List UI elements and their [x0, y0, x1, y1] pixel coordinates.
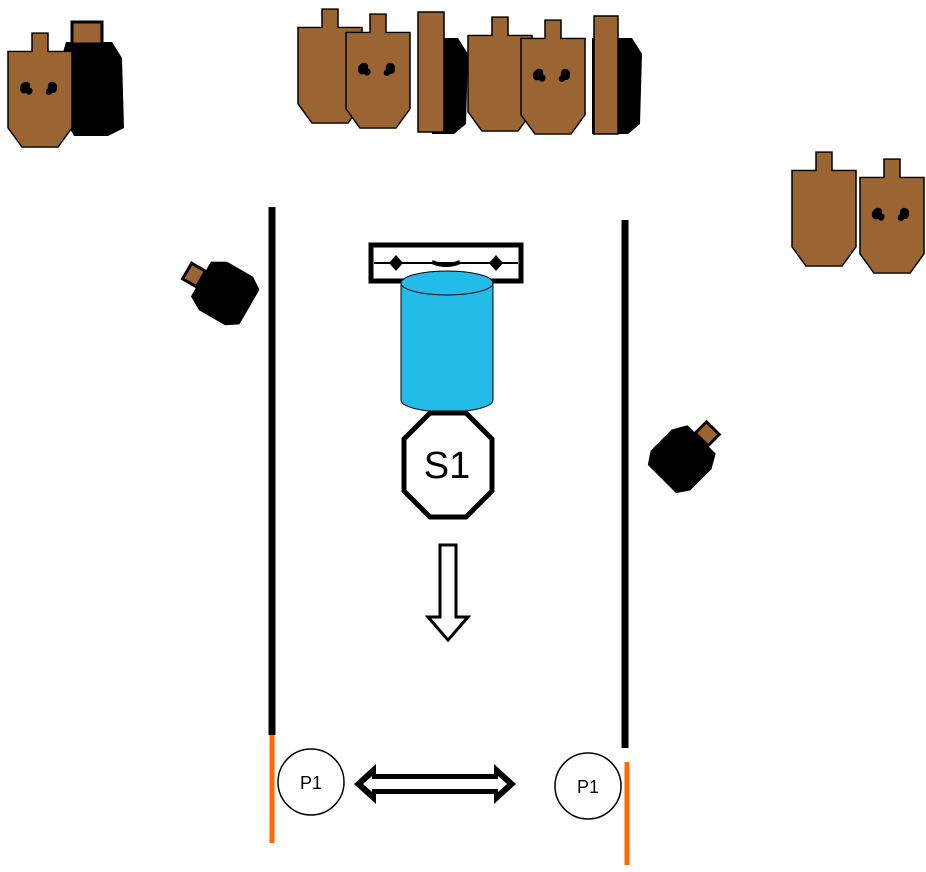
target-icon	[7, 32, 73, 148]
no-shoot-target-icon	[171, 245, 265, 333]
position-label: P1	[300, 773, 322, 793]
target-group-top-center	[297, 8, 642, 135]
target-group-right	[791, 151, 925, 274]
target-icon	[791, 151, 857, 267]
target-icon	[417, 11, 445, 133]
start-marker-label: S1	[424, 445, 470, 487]
double-arrow-icon	[354, 764, 516, 804]
stop-sign-icon: S1	[401, 410, 495, 520]
target-icon	[859, 158, 925, 274]
position-label: P1	[577, 777, 599, 797]
position-marker-right: P1	[554, 752, 622, 820]
barrel-icon	[400, 270, 494, 413]
target-icon	[593, 15, 619, 135]
no-shoot-target-icon	[640, 406, 735, 501]
no-shoot-target-icon	[62, 20, 124, 136]
target-group-top-left	[7, 20, 124, 148]
arrow-down-icon	[424, 543, 472, 643]
position-marker-left: P1	[277, 748, 345, 816]
